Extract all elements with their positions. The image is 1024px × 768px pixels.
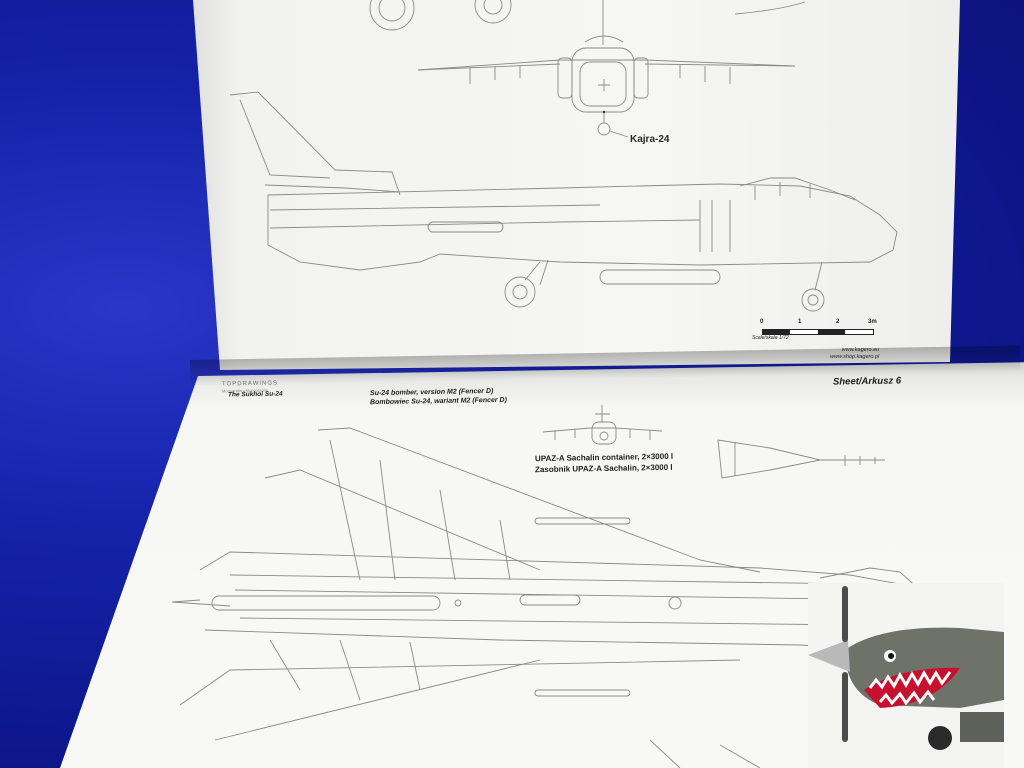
scale-note: Scale/skala 1/72 xyxy=(752,335,789,341)
scale-mark-1: 1 xyxy=(798,319,802,325)
scale-bar: 0 1 2 3m Scale/skala 1/72 xyxy=(752,319,882,343)
propeller-blade-bottom xyxy=(842,672,848,742)
shark-teeth-upper xyxy=(868,669,952,690)
publisher-urls: www.kagero.eu www.shop.kagero.pl xyxy=(830,347,879,361)
scale-mark-2: 2 xyxy=(836,319,840,325)
publisher-url-1: www.kagero.eu xyxy=(841,347,880,353)
small-front-view-drawing xyxy=(542,405,663,445)
top-page xyxy=(193,0,960,370)
publisher-url-2: www.shop.kagero.pl xyxy=(830,354,880,360)
scale-mark-0: 0 xyxy=(760,319,764,325)
propeller-spinner xyxy=(808,640,850,672)
scale-mark-3: 3m xyxy=(868,319,877,325)
fuel-tank-drawing xyxy=(717,439,885,479)
model-wheel xyxy=(928,726,952,750)
scale-ruler xyxy=(762,329,874,335)
planform-drawing xyxy=(171,427,1001,768)
shark-teeth-lower xyxy=(878,689,936,706)
shark-pupil xyxy=(888,653,894,659)
wheel-detail-drawing xyxy=(369,0,806,31)
propeller-blade-top xyxy=(842,586,848,642)
model-wing xyxy=(960,712,1004,742)
side-view-drawing xyxy=(229,91,898,312)
kajra-pod-callout: Kajra-24 xyxy=(630,134,670,145)
